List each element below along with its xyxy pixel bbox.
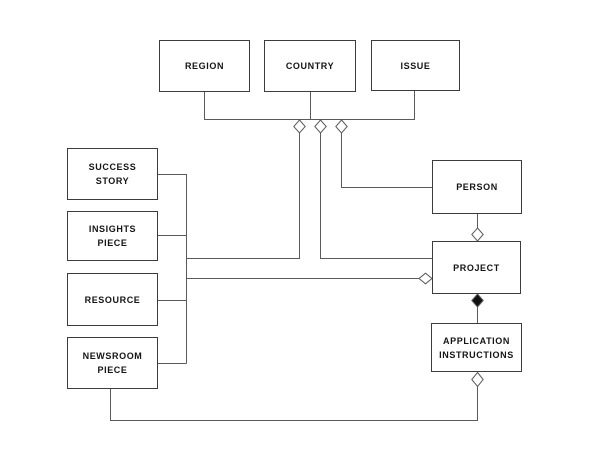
node-issue-label: ISSUE <box>400 60 431 71</box>
node-country-label: COUNTRY <box>285 61 335 71</box>
node-success-story-label: SUCCESS STORY <box>88 162 137 186</box>
node-application-instructions-label: APPLICATION INSTRUCTIONS <box>439 335 514 360</box>
node-project: PROJECT <box>432 241 521 294</box>
edge-bus-person <box>341 133 432 188</box>
composition-diamond-project-bottom <box>471 293 484 308</box>
aggregation-diamond-bus-person <box>335 119 348 134</box>
edge-bus-content-trunk <box>186 133 300 259</box>
node-region-label: REGION <box>184 61 225 71</box>
aggregation-diamond-project-left <box>418 272 433 285</box>
node-insights-piece-label: INSIGHTS PIECE <box>88 224 137 248</box>
aggregation-diamond-project-top <box>471 227 484 242</box>
node-person: PERSON <box>432 160 522 214</box>
node-resource: RESOURCE <box>67 273 158 326</box>
node-newsroom-piece-label: NEWSROOM PIECE <box>82 351 143 375</box>
node-project-label: PROJECT <box>453 262 500 273</box>
node-person-label: PERSON <box>456 182 498 192</box>
edge-newsroom-appinstr <box>110 386 478 421</box>
node-newsroom-piece: NEWSROOM PIECE <box>67 337 158 389</box>
node-region: REGION <box>159 40 250 92</box>
node-insights-piece: INSIGHTS PIECE <box>67 211 158 261</box>
aggregation-diamond-bus-content <box>293 119 306 134</box>
edge-bus-project <box>320 133 432 259</box>
aggregation-diamond-appinstr-bottom <box>471 371 484 388</box>
node-country: COUNTRY <box>264 40 356 92</box>
node-resource-label: RESOURCE <box>84 294 141 305</box>
node-issue: ISSUE <box>371 40 460 91</box>
aggregation-diamond-bus-project <box>314 119 327 134</box>
node-success-story: SUCCESS STORY <box>67 148 158 200</box>
node-application-instructions: APPLICATION INSTRUCTIONS <box>431 323 522 372</box>
